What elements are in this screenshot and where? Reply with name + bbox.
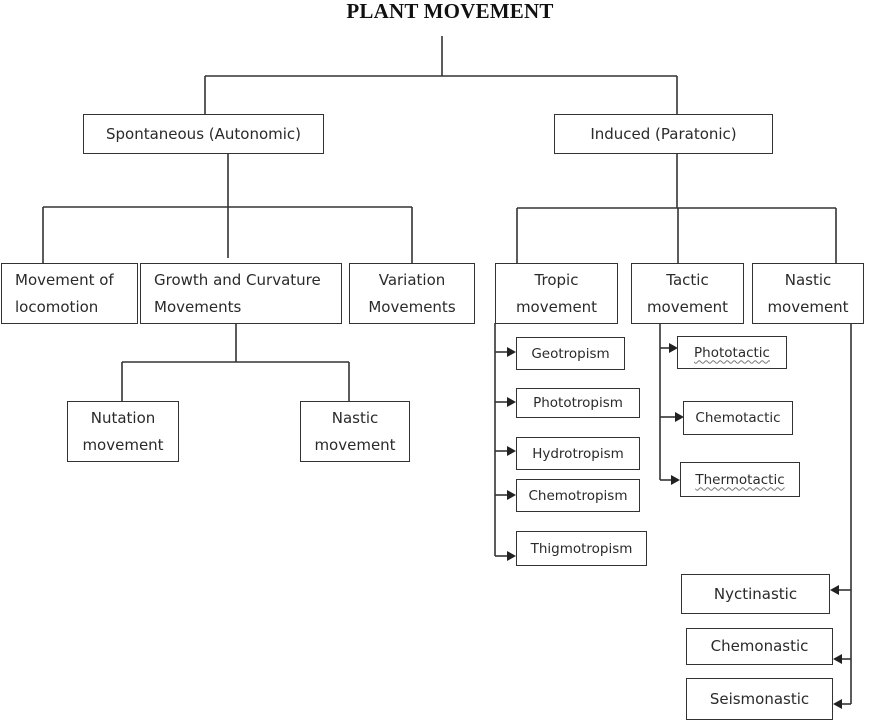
arrowhead-icon	[671, 475, 680, 485]
node-label: Phototropism	[533, 395, 623, 411]
node-phototactic: Phototactic	[677, 336, 787, 369]
node-label: Nastic movement	[767, 270, 849, 316]
node-label: Tactic movement	[646, 270, 729, 316]
node-label: Phototactic	[694, 344, 770, 361]
node-label: Seismonastic	[709, 689, 810, 708]
node-movement-of-locomotion: Movement of locomotion	[1, 263, 138, 324]
node-chemonastic: Chemonastic	[686, 628, 833, 665]
node-chemotropism: Chemotropism	[516, 479, 640, 512]
node-tactic-movement: Tactic movement	[631, 263, 744, 324]
node-nutation-movement: Nutation movement	[67, 401, 179, 462]
node-nastic-movement: Nastic movement	[752, 263, 864, 324]
node-variation-movements: Variation Movements	[349, 263, 475, 324]
arrowhead-icon	[507, 446, 516, 456]
node-hydrotropism: Hydrotropism	[516, 437, 640, 470]
node-label: Chemotropism	[528, 487, 628, 504]
arrowhead-icon	[669, 343, 678, 353]
node-label: Growth and Curvature Movements	[154, 270, 321, 316]
node-spontaneous: Spontaneous (Autonomic)	[83, 114, 324, 154]
arrowhead-icon	[507, 551, 516, 561]
node-seismonastic: Seismonastic	[686, 678, 833, 720]
arrowhead-icon	[507, 397, 516, 407]
arrowhead-icon	[675, 412, 684, 422]
node-growth-curvature-movements: Growth and Curvature Movements	[140, 263, 342, 324]
node-thigmotropism: Thigmotropism	[516, 531, 647, 566]
node-label: Geotropism	[531, 345, 610, 362]
node-nyctinastic: Nyctinastic	[681, 574, 830, 614]
node-label: Thigmotropism	[530, 540, 633, 557]
arrowhead-icon	[507, 490, 516, 500]
node-geotropism: Geotropism	[516, 337, 625, 370]
node-label: Nyctinastic	[713, 584, 798, 603]
node-thermotactic: Thermotactic	[680, 462, 800, 497]
node-label: Tropic movement	[515, 270, 598, 316]
node-label: Spontaneous (Autonomic)	[105, 124, 302, 143]
node-label: Chemonastic	[710, 637, 809, 655]
node-label: Thermotactic	[695, 471, 785, 488]
arrowhead-icon	[833, 654, 842, 664]
diagram-title: PLANT MOVEMENT	[346, 0, 554, 23]
node-label: Variation Movements	[368, 270, 456, 316]
node-induced: Induced (Paratonic)	[554, 114, 773, 154]
node-label: Chemotactic	[695, 410, 781, 426]
node-label: Nutation movement	[82, 408, 164, 454]
arrowhead-icon	[507, 347, 516, 357]
node-phototropism: Phototropism	[516, 388, 640, 418]
node-label: Hydrotropism	[532, 445, 624, 462]
arrowhead-icon	[830, 585, 839, 595]
arrowhead-icon	[833, 699, 842, 709]
node-tropic-movement: Tropic movement	[495, 263, 618, 324]
node-label: Movement of locomotion	[15, 270, 114, 316]
node-label: Nastic movement	[314, 408, 396, 454]
node-growth-nastic-movement: Nastic movement	[300, 401, 410, 462]
node-label: Induced (Paratonic)	[590, 124, 737, 143]
node-chemotactic: Chemotactic	[683, 401, 793, 435]
